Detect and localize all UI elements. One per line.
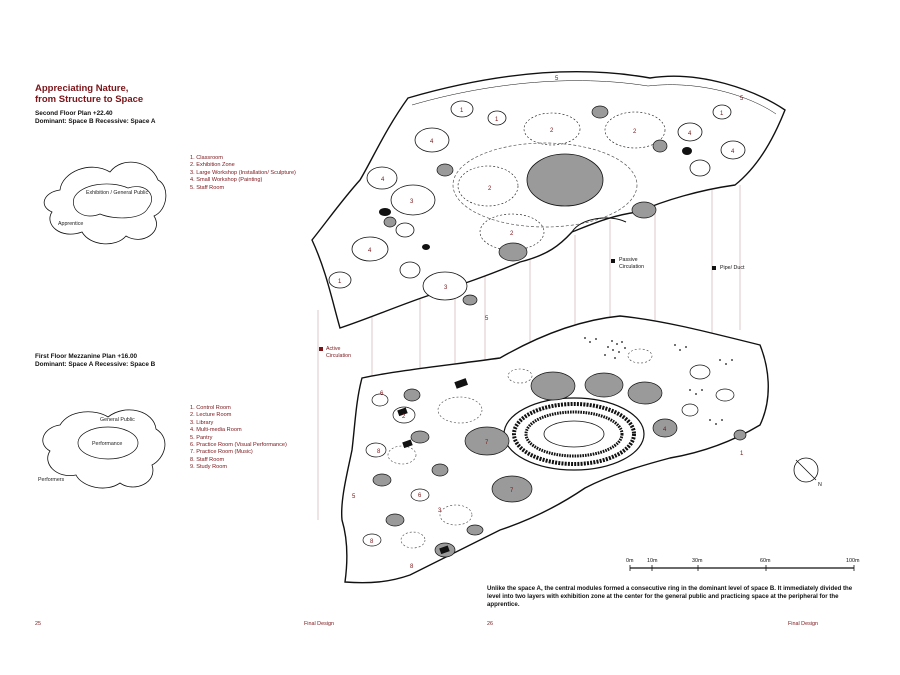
seating-dots xyxy=(584,337,733,425)
svg-text:4: 4 xyxy=(663,427,667,433)
zoning-label-performers: Performers xyxy=(38,477,65,483)
second-floor-dominance: Dominant: Space B Recessive: Space A xyxy=(35,118,156,125)
legend-item: 3. Large Workshop (Installation/ Sculptu… xyxy=(190,169,296,176)
svg-text:5: 5 xyxy=(555,76,559,82)
svg-text:4: 4 xyxy=(381,177,385,183)
svg-text:8: 8 xyxy=(377,449,381,455)
legend-item: 5. Pantry xyxy=(190,434,213,441)
svg-text:2: 2 xyxy=(510,231,514,237)
legend-item: 1. Control Room xyxy=(190,405,231,411)
svg-text:7: 7 xyxy=(485,440,489,446)
legend-item: 6. Practice Room (Visual Performance) xyxy=(190,442,287,449)
legend-item: 4. Multi-media Room xyxy=(190,427,242,434)
svg-text:4: 4 xyxy=(731,149,735,155)
legend-item: 5. Staff Room xyxy=(190,184,225,191)
svg-text:6: 6 xyxy=(418,493,422,499)
right-page-number: 26 xyxy=(487,621,493,627)
legend-item: 7. Practice Room (Music) xyxy=(190,449,253,456)
legend-item: 9. Study Room xyxy=(190,464,227,471)
passive-circulation-marker xyxy=(611,259,615,263)
svg-text:2: 2 xyxy=(488,186,492,192)
first-floor-zoning-diagram: General Public Performance Performers xyxy=(38,409,166,489)
svg-text:2: 2 xyxy=(550,128,554,134)
legend-item: 4. Small Workshop (Painting) xyxy=(190,177,263,184)
svg-text:5: 5 xyxy=(740,96,744,102)
svg-text:4: 4 xyxy=(368,248,372,254)
svg-text:1: 1 xyxy=(338,279,342,285)
room-numbers-lower: 2 8 7 7 4 6 8 6 3 8 1 5 xyxy=(352,391,744,570)
svg-text:1: 1 xyxy=(720,111,724,117)
passive-circulation-label: Passive Circulation xyxy=(619,257,645,270)
svg-text:60m: 60m xyxy=(760,558,771,564)
svg-text:5: 5 xyxy=(352,494,356,500)
svg-text:5: 5 xyxy=(485,316,489,322)
north-label: N xyxy=(818,482,822,488)
large-exhibition-oval xyxy=(526,153,604,207)
svg-text:8: 8 xyxy=(410,564,414,570)
svg-text:1: 1 xyxy=(740,451,744,457)
left-footer-title: Final Design xyxy=(304,621,334,627)
zoning-label-performance: Performance xyxy=(92,441,122,447)
first-floor-plan: 2 8 7 7 4 6 8 6 3 8 1 5 xyxy=(340,315,769,584)
svg-text:2: 2 xyxy=(633,129,637,135)
active-circulation-label: Active Circulation xyxy=(326,346,352,359)
left-page-number: 25 xyxy=(35,621,41,627)
active-circulation-marker xyxy=(319,347,323,351)
svg-text:2: 2 xyxy=(402,414,406,420)
svg-text:8: 8 xyxy=(370,539,374,545)
north-arrow-icon xyxy=(793,457,819,483)
svg-text:3: 3 xyxy=(410,199,414,205)
svg-text:4: 4 xyxy=(688,131,692,137)
pipe-duct-label: Pipe/ Duct xyxy=(720,265,745,271)
scale-bar xyxy=(629,565,855,571)
design-description: Unlike the space A, the central modules … xyxy=(487,585,853,608)
scale-bar-labels: 0m 10m 30m 60m 100m xyxy=(626,558,860,564)
first-floor-legend: 1. Control Room 2. Lecture Room 3. Libra… xyxy=(190,405,287,472)
svg-text:7: 7 xyxy=(510,488,514,494)
zoning-label-apprentice: Apprentice xyxy=(58,221,83,227)
pipe-duct-marker xyxy=(712,266,716,270)
svg-text:100m: 100m xyxy=(846,558,860,564)
second-floor-plan-label: Second Floor Plan +22.40 xyxy=(35,110,113,117)
page-title: Appreciating Nature, from Structure to S… xyxy=(35,83,144,105)
legend-item: 3. Library xyxy=(190,419,214,426)
legend-item: 1. Classroom xyxy=(190,155,223,161)
right-footer-title: Final Design xyxy=(788,621,818,627)
svg-text:3: 3 xyxy=(438,508,442,514)
svg-text:1: 1 xyxy=(460,108,464,114)
svg-text:1: 1 xyxy=(495,117,499,123)
svg-text:10m: 10m xyxy=(647,558,658,564)
svg-text:6: 6 xyxy=(380,391,384,397)
svg-text:30m: 30m xyxy=(692,558,703,564)
room-numbers-upper: 4 3 4 3 2 2 2 2 4 4 1 1 4 1 1 5 5 5 xyxy=(338,76,744,322)
second-floor-legend: 1. Classroom 2. Exhibition Zone 3. Large… xyxy=(190,155,296,192)
svg-text:3: 3 xyxy=(444,285,448,291)
svg-text:4: 4 xyxy=(430,139,434,145)
zoning-label-exhibition: Exhibition / General Public xyxy=(86,190,148,196)
legend-item: 2. Lecture Room xyxy=(190,412,232,419)
first-floor-dominance: Dominant: Space A Recessive: Space B xyxy=(35,361,156,368)
svg-text:0m: 0m xyxy=(626,558,634,564)
second-floor-plan: 4 3 4 3 2 2 2 2 4 4 1 1 4 1 1 5 5 5 xyxy=(311,71,786,329)
first-floor-plan-label: First Floor Mezzanine Plan +16.00 xyxy=(35,353,138,360)
second-floor-zoning-diagram: Exhibition / General Public Apprentice xyxy=(43,161,167,245)
legend-item: 8. Staff Room xyxy=(190,456,225,463)
zoning-label-general-public: General Public xyxy=(100,417,135,423)
legend-item: 2. Exhibition Zone xyxy=(190,162,235,169)
